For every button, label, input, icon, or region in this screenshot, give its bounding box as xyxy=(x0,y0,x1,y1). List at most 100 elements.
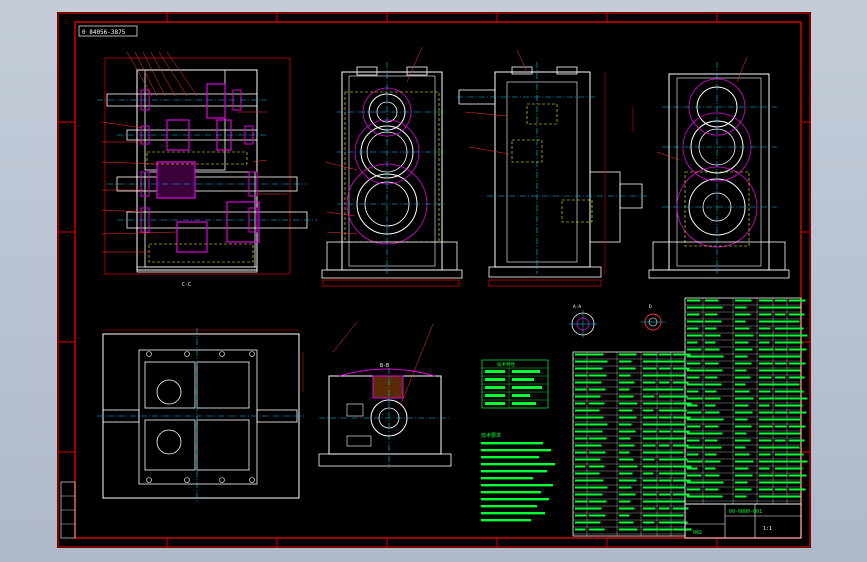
bom-cell xyxy=(589,416,604,419)
bom-cell xyxy=(659,416,672,419)
bom-cell xyxy=(759,411,774,414)
bom-cell xyxy=(643,486,662,489)
rear-view-gears[interactable] xyxy=(648,56,790,279)
drawing-code-box xyxy=(78,25,138,37)
bom-cell xyxy=(775,327,794,330)
bom-cell xyxy=(775,495,791,498)
bom-cell xyxy=(643,437,661,440)
bom-cell xyxy=(759,432,777,435)
bom-cell xyxy=(619,507,635,510)
bom-cell xyxy=(705,341,716,344)
bom-cell xyxy=(643,528,659,531)
svg-text:1:1: 1:1 xyxy=(763,526,772,532)
note-line xyxy=(481,442,543,445)
bom-cell xyxy=(643,388,660,391)
bom-cell xyxy=(775,334,789,337)
bom-cell xyxy=(735,390,750,393)
bom-cell xyxy=(619,402,638,405)
bom-cell xyxy=(619,416,637,419)
bom-cell xyxy=(619,381,635,384)
bom-cell xyxy=(673,423,686,426)
bom-cell xyxy=(775,411,788,414)
bom-cell xyxy=(619,374,631,377)
bom-cell xyxy=(775,348,788,351)
bom-cell xyxy=(705,488,719,491)
bom-cell xyxy=(589,493,603,496)
bom-cell xyxy=(643,514,660,517)
bom-cell xyxy=(759,306,777,309)
note-line xyxy=(481,498,549,501)
bom-cell xyxy=(673,472,687,475)
bom-cell xyxy=(589,486,608,489)
bom-cell xyxy=(589,514,606,517)
bom-cell xyxy=(659,381,670,384)
bom-cell xyxy=(575,430,593,433)
drawing-sheet[interactable]: 0 84056-3875 xyxy=(57,12,811,548)
drawing-code-text: 0 84056-3875 xyxy=(82,29,126,36)
bom-cell xyxy=(673,416,691,419)
bom-cell xyxy=(687,362,701,365)
bom-cell xyxy=(687,467,698,470)
bom-cell xyxy=(659,353,672,356)
bom-cell xyxy=(659,528,673,531)
bom-cell xyxy=(673,409,687,412)
top-view[interactable] xyxy=(97,328,305,502)
bom-cell xyxy=(643,367,657,370)
technical-requirements: 技术要求 xyxy=(481,432,555,522)
bom-cell xyxy=(673,395,688,398)
bom-cell xyxy=(589,388,606,391)
bom-cell xyxy=(687,397,703,400)
main-section-view[interactable]: C-C xyxy=(97,51,317,288)
bom-cell xyxy=(659,521,678,524)
bom-cell xyxy=(673,444,689,447)
end-section-view[interactable]: B-B xyxy=(318,321,452,468)
bom-cell xyxy=(673,514,684,517)
bom-cell xyxy=(759,460,775,463)
bom-cell xyxy=(705,306,723,309)
bom-cell xyxy=(619,444,635,447)
bom-cell xyxy=(705,299,719,302)
bom-cell xyxy=(659,493,671,496)
bom-cell xyxy=(759,341,770,344)
svg-text:技术特性: 技术特性 xyxy=(497,361,515,368)
front-view-gears[interactable] xyxy=(321,46,463,287)
bom-cell xyxy=(735,446,746,449)
bom-cell xyxy=(619,395,634,398)
side-view[interactable] xyxy=(457,49,647,287)
note-line xyxy=(481,470,547,473)
bom-cell xyxy=(687,376,700,379)
bom-cell xyxy=(705,397,721,400)
bom-cell xyxy=(619,500,631,503)
bom-cell xyxy=(705,460,721,463)
bom-cell xyxy=(789,341,803,344)
bom-cell xyxy=(673,402,692,405)
bom-cell xyxy=(589,507,602,510)
bom-cell xyxy=(575,479,594,482)
bom-cell xyxy=(789,390,804,393)
detail-views[interactable]: A-A D xyxy=(569,304,665,338)
bom-cell xyxy=(735,411,753,414)
bom-cell xyxy=(735,327,750,330)
bom-cell xyxy=(643,402,659,405)
bom-cell xyxy=(735,439,751,442)
bom-cell xyxy=(687,488,701,491)
bom-cell xyxy=(673,493,690,496)
bom-cell xyxy=(619,367,636,370)
bom-cell xyxy=(619,409,633,412)
bom-cell xyxy=(705,390,717,393)
bom-cell xyxy=(659,430,671,433)
svg-text:D: D xyxy=(649,304,652,310)
bom-cell xyxy=(575,423,589,426)
note-line xyxy=(481,512,545,515)
bom-cell xyxy=(735,474,753,477)
bom-cell xyxy=(759,299,773,302)
bom-cell xyxy=(759,355,778,358)
drawing-canvas[interactable]: 0 84056-3875 xyxy=(57,12,811,548)
bom-cell xyxy=(775,474,788,477)
bom-cell xyxy=(589,381,602,384)
bom-cell xyxy=(735,488,752,491)
bom-cell xyxy=(687,453,699,456)
bom-cell xyxy=(589,409,600,412)
bom-cell xyxy=(759,369,777,372)
